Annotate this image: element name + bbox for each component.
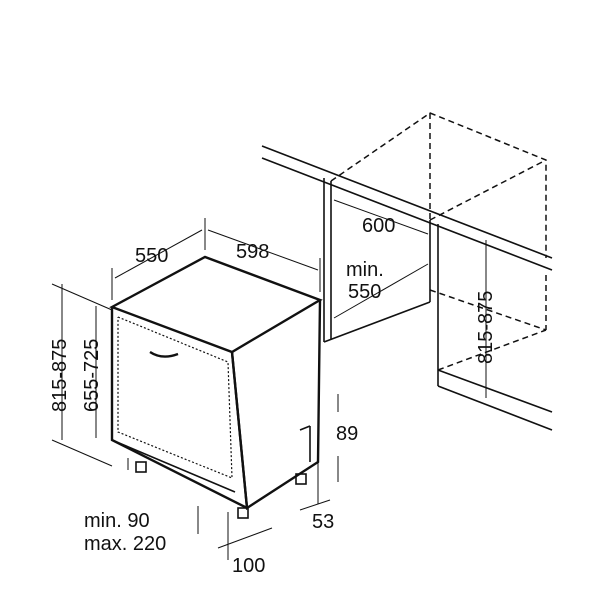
label-niche-depth-value: 550 xyxy=(348,281,381,303)
label-height-niche: 815-875 xyxy=(475,291,497,364)
label-niche-depth-min: min. xyxy=(346,259,384,281)
niche-floor-line-2 xyxy=(437,385,553,431)
dishwasher-body xyxy=(109,255,323,519)
label-plinth-gap: 53 xyxy=(312,511,334,533)
cabinet-niche xyxy=(261,112,553,431)
door-outline xyxy=(117,316,233,479)
appliance-top-face xyxy=(109,255,323,354)
foot-front-left xyxy=(135,461,147,473)
countertop-line-top xyxy=(261,145,553,259)
niche-left-wall-bottom xyxy=(323,301,431,343)
label-height-total: 815-875 xyxy=(49,339,71,412)
door-handle xyxy=(149,350,179,358)
foot-front-right xyxy=(237,507,249,519)
upper-box-top xyxy=(330,112,547,258)
foot-rear-right xyxy=(295,473,307,485)
appliance-front-face xyxy=(110,307,249,511)
label-top-width: 598 xyxy=(236,241,269,263)
label-height-door: 655-725 xyxy=(81,339,103,412)
label-plinth-height: 89 xyxy=(336,423,358,445)
niche-floor-line-1 xyxy=(437,369,553,413)
label-top-depth: 550 xyxy=(135,245,168,267)
label-foot-offset: 100 xyxy=(232,555,265,577)
countertop-line-bottom xyxy=(261,157,553,271)
label-foot-max: max. 220 xyxy=(84,533,166,555)
dimension-lines xyxy=(51,199,487,560)
label-foot-min: min. 90 xyxy=(84,510,150,532)
label-niche-width: 600 xyxy=(362,215,395,237)
